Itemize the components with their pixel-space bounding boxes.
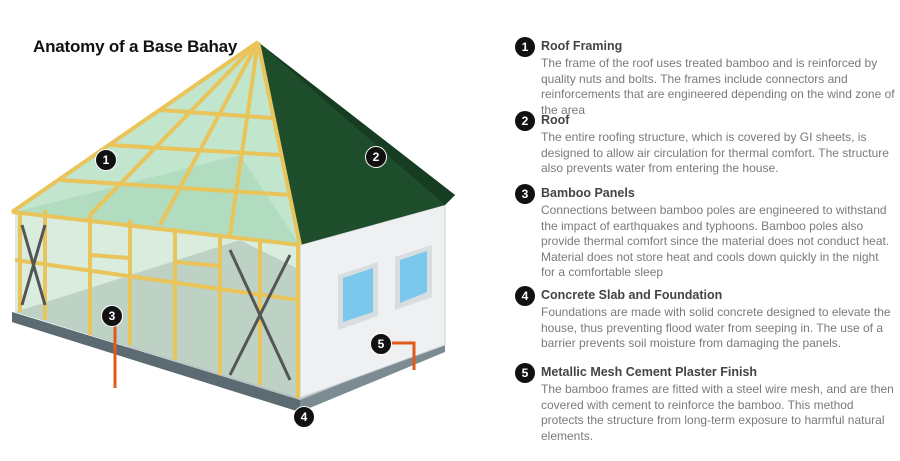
roof-rafter — [158, 41, 260, 226]
section-heading: Roof — [541, 113, 570, 127]
roof-rafter — [256, 41, 302, 246]
number-badge: 5 — [515, 363, 535, 383]
concrete-slab-front-edge — [12, 312, 300, 412]
section-body: The bamboo frames are fitted with a stee… — [541, 382, 894, 443]
brace — [228, 254, 292, 376]
marker-4: 4 — [293, 406, 315, 428]
roof-underlay — [12, 42, 300, 245]
roof-purlin — [109, 143, 281, 157]
roof-framing — [10, 40, 302, 247]
section-roof-framing: 1 Roof Framing The frame of the roof use… — [515, 37, 895, 118]
number-badge: 4 — [515, 286, 535, 306]
cross-bracing — [20, 224, 292, 381]
number-badge: 2 — [515, 111, 535, 131]
window — [395, 245, 432, 310]
section-heading: Roof Framing — [541, 39, 623, 53]
brace — [20, 224, 47, 306]
roof-gi-sheets — [258, 42, 455, 245]
roof-edge-shadow — [258, 42, 455, 205]
section-heading: Metallic Mesh Cement Plaster Finish — [541, 365, 758, 379]
page-title: Anatomy of a Base Bahay — [33, 37, 238, 56]
door-header — [174, 260, 221, 268]
marker-1: 1 — [95, 149, 117, 171]
section-body: Foundations are made with solid concrete… — [541, 305, 891, 351]
roof-rafter — [228, 41, 260, 236]
section-body: The entire roofing structure, which is c… — [541, 130, 889, 176]
concrete-slab — [12, 312, 445, 412]
marker-2: 2 — [365, 146, 387, 168]
section-concrete-slab: 4 Concrete Slab and Foundation Foundatio… — [515, 286, 895, 352]
section-mesh-plaster: 5 Metallic Mesh Cement Plaster Finish Th… — [515, 363, 895, 444]
number-badge: 1 — [515, 37, 535, 57]
window-pane — [343, 268, 373, 322]
marker-3: 3 — [101, 305, 123, 327]
leader-line-5 — [390, 341, 416, 370]
roof-eave-beam — [11, 210, 301, 247]
roof-purlin — [159, 108, 273, 120]
door-header — [89, 253, 131, 260]
window-pane — [400, 251, 427, 303]
roof-purlin — [59, 178, 291, 197]
roof-rafter — [10, 40, 260, 214]
window — [338, 262, 378, 330]
house-illustration — [10, 40, 455, 412]
roof-rafter — [88, 40, 260, 217]
section-roof: 2 Roof The entire roofing structure, whi… — [515, 111, 895, 177]
section-heading: Concrete Slab and Foundation — [541, 288, 723, 302]
section-heading: Bamboo Panels — [541, 186, 635, 200]
section-bamboo-panels: 3 Bamboo Panels Connections between bamb… — [515, 184, 895, 281]
section-body: Connections between bamboo poles are eng… — [541, 203, 890, 280]
number-badge: 3 — [515, 184, 535, 204]
marker-5: 5 — [370, 333, 392, 355]
section-body: The frame of the roof uses treated bambo… — [541, 56, 895, 117]
